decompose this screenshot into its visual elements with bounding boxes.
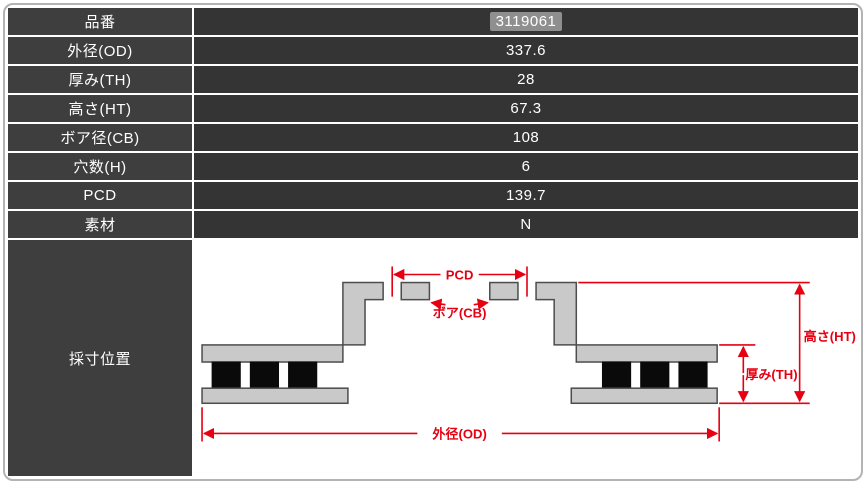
spec-row-value-thickness: 28 [194,66,858,93]
pcd-dimension: PCD [391,266,528,297]
bore-dimension: ボア(CB) [430,298,489,321]
outer-diameter-dimension-label: 外径(OD) [431,426,486,441]
height-dimension: 高さ(HT) [578,281,856,405]
spec-row-label-material: 素材 [8,211,192,238]
spec-row-value-pcd: 139.7 [194,182,858,209]
pcd-dimension-label: PCD [446,268,474,283]
spec-row-value-hole-count: 6 [194,153,858,180]
spec-row-label-pcd: PCD [8,182,192,209]
spec-table: 品番 3119061 外径(OD) 337.6 厚み(TH) 28 高さ(HT)… [8,8,858,476]
spec-row-value-material: N [194,211,858,238]
spec-row-label-height: 高さ(HT) [8,95,192,122]
spec-card: 品番 3119061 外径(OD) 337.6 厚み(TH) 28 高さ(HT)… [3,3,863,481]
spec-row-value-center-bore: 108 [194,124,858,151]
bore-dimension-label: ボア(CB) [433,306,487,321]
part-number-selected-text[interactable]: 3119061 [489,12,563,31]
thickness-dimension: 厚み(TH) [719,344,798,403]
spec-row-value-outer-diameter: 337.6 [194,37,858,64]
spec-row-label-thickness: 厚み(TH) [8,66,192,93]
spec-row-label-center-bore: ボア径(CB) [8,124,192,151]
spec-row-value-height: 67.3 [194,95,858,122]
spec-row-label-hole-count: 穴数(H) [8,153,192,180]
measurement-diagram-cell: PCD ボア(CB) 高さ(HT) [194,240,858,476]
rotor-cross-section-diagram: PCD ボア(CB) 高さ(HT) [201,266,856,442]
spec-row-label-outer-diameter: 外径(OD) [8,37,192,64]
height-dimension-label: 高さ(HT) [804,329,856,344]
rotor-left-half [201,281,431,405]
thickness-dimension-label: 厚み(TH) [745,367,797,382]
outer-diameter-dimension: 外径(OD) [201,407,720,442]
spec-row-value-part-number: 3119061 [194,8,858,35]
measurement-position-label: 採寸位置 [8,240,192,476]
rotor-right-half [489,281,718,405]
spec-row-label-part-number: 品番 [8,8,192,35]
